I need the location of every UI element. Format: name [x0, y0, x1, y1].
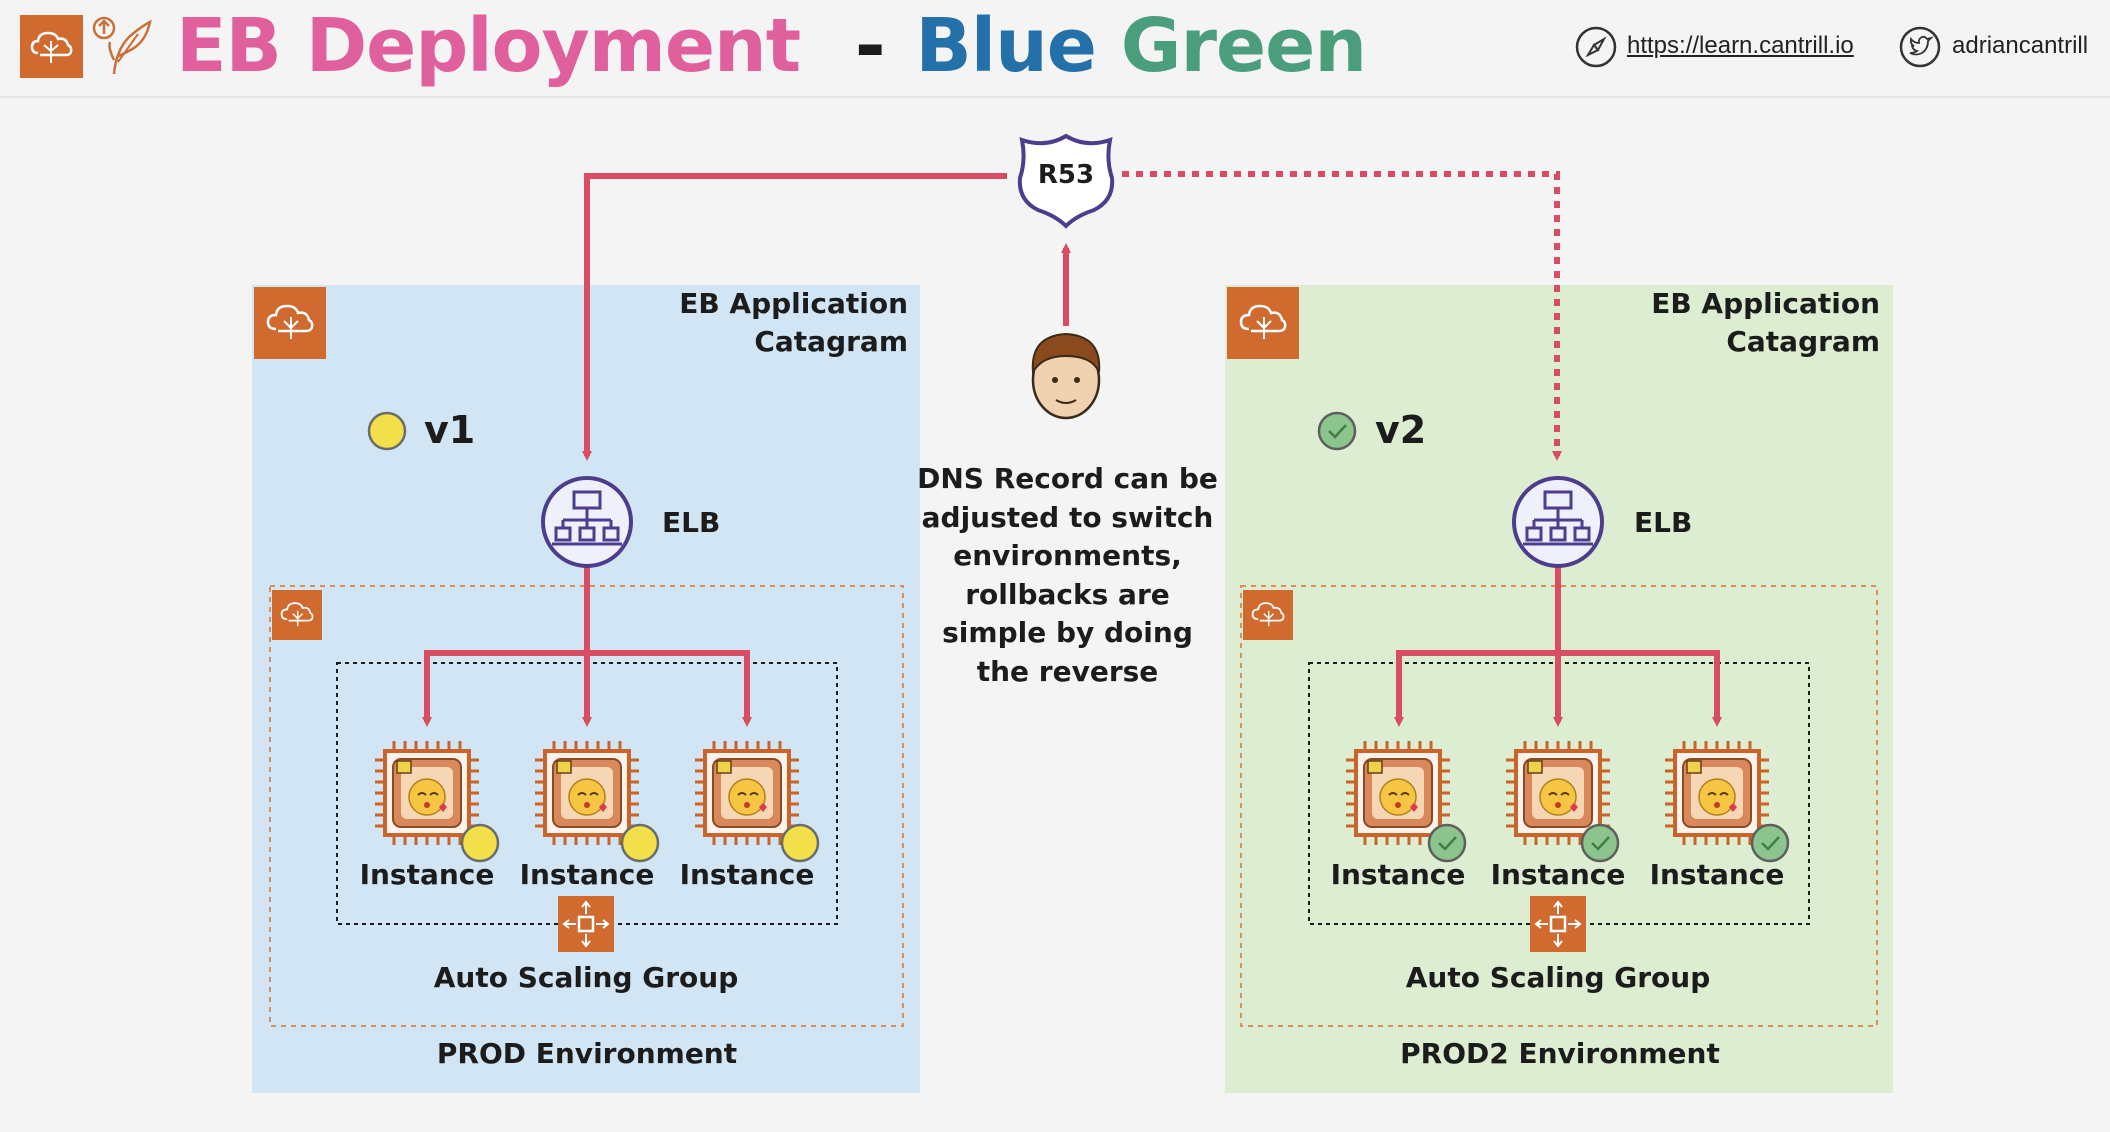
prod-instance-1-chip-icon [373, 739, 481, 847]
prod-app-title-line2: Catagram [754, 325, 908, 358]
prod-instance-1-status-icon [460, 823, 500, 863]
dns-note: DNS Record can be adjusted to switch env… [910, 460, 1225, 691]
prod2-version-label: v2 [1375, 408, 1427, 452]
prod-instance-3-status-icon [780, 823, 820, 863]
v1-badge-icon [367, 411, 407, 451]
dns-note-line: rollbacks are [965, 577, 1170, 611]
prod2-asg-eb-icon [1243, 590, 1293, 640]
prod-instance-2-status-icon [620, 823, 660, 863]
dns-note-line: the reverse [976, 654, 1159, 688]
title-green: Green [1120, 3, 1367, 89]
prod2-elb-label: ELB [1634, 506, 1693, 539]
prod2-app-title: EB Application Catagram [1572, 285, 1880, 361]
dns-active-route-line [582, 173, 1007, 461]
route53-shield-icon [1017, 133, 1115, 229]
prod2-app-title-line2: Catagram [1726, 325, 1880, 358]
prod2-instance-1-status-icon [1427, 823, 1467, 863]
prod-asg-boundary [269, 585, 904, 1027]
prod-instance-3-chip-icon [693, 739, 801, 847]
prod2-auto-scaling-icon [1528, 894, 1588, 954]
prod2-elb-fanout-arrows [1394, 567, 1722, 727]
elastic-beanstalk-icon [20, 15, 83, 78]
prod-asg-eb-icon [272, 590, 322, 640]
dns-standby-route-line [1122, 171, 1562, 461]
prod-instance-2-chip-icon [533, 739, 641, 847]
user-avatar [1031, 332, 1101, 420]
prod-instance-1-label: Instance [359, 858, 495, 891]
page-title: EB Deployment - Blue Green [176, 0, 1367, 96]
prod2-instance-2-label: Instance [1490, 858, 1626, 891]
prod2-instance-3-label: Instance [1649, 858, 1785, 891]
prod-instance-3-label: Instance [679, 858, 815, 891]
route53-label: R53 [1037, 160, 1095, 190]
dns-note-line: DNS Record can be [917, 462, 1218, 495]
title-eb-deployment: EB Deployment [176, 3, 801, 89]
prod-asg-label: Auto Scaling Group [433, 961, 739, 994]
dns-note-line: simple by doing [942, 616, 1193, 649]
twitter-handle: adriancantrill [1952, 32, 2089, 59]
header-divider [0, 96, 2110, 98]
prod-elb-icon [541, 476, 633, 568]
prod-environment-label: PROD Environment [436, 1037, 738, 1070]
prod2-instance-2-status-icon [1580, 823, 1620, 863]
prod2-instance-3-chip-icon [1663, 739, 1771, 847]
prod-app-title-line1: EB Application [679, 287, 908, 320]
sprout-icon [90, 14, 154, 78]
title-separator: - [854, 3, 886, 89]
prod2-asg-boundary [1240, 585, 1878, 1027]
prod2-app-title-line1: EB Application [1651, 287, 1880, 320]
v2-badge-icon [1317, 411, 1357, 451]
dns-note-line: environments, [953, 539, 1182, 572]
dns-note-line: adjusted to switch [921, 500, 1214, 534]
prod2-instance-1-label: Instance [1330, 858, 1466, 891]
prod-elb-fanout-arrows [422, 567, 752, 727]
prod2-eb-icon [1227, 287, 1299, 359]
compass-icon [1574, 25, 1618, 69]
prod2-asg-label: Auto Scaling Group [1405, 961, 1711, 994]
prod-eb-icon [254, 287, 326, 359]
prod-elb-label: ELB [662, 506, 721, 539]
prod-instance-2-label: Instance [519, 858, 655, 891]
twitter-icon [1898, 25, 1942, 69]
prod2-instance-3-status-icon [1750, 823, 1790, 863]
prod-app-title: EB Application Catagram [600, 285, 908, 361]
prod-version-label: v1 [424, 408, 476, 452]
prod-auto-scaling-icon [556, 894, 616, 954]
prod2-elb-icon [1512, 476, 1604, 568]
prod2-environment-label: PROD2 Environment [1400, 1037, 1720, 1070]
learn-cantrill-link[interactable]: https://learn.cantrill.io [1627, 32, 1854, 59]
title-blue: Blue [915, 3, 1097, 89]
